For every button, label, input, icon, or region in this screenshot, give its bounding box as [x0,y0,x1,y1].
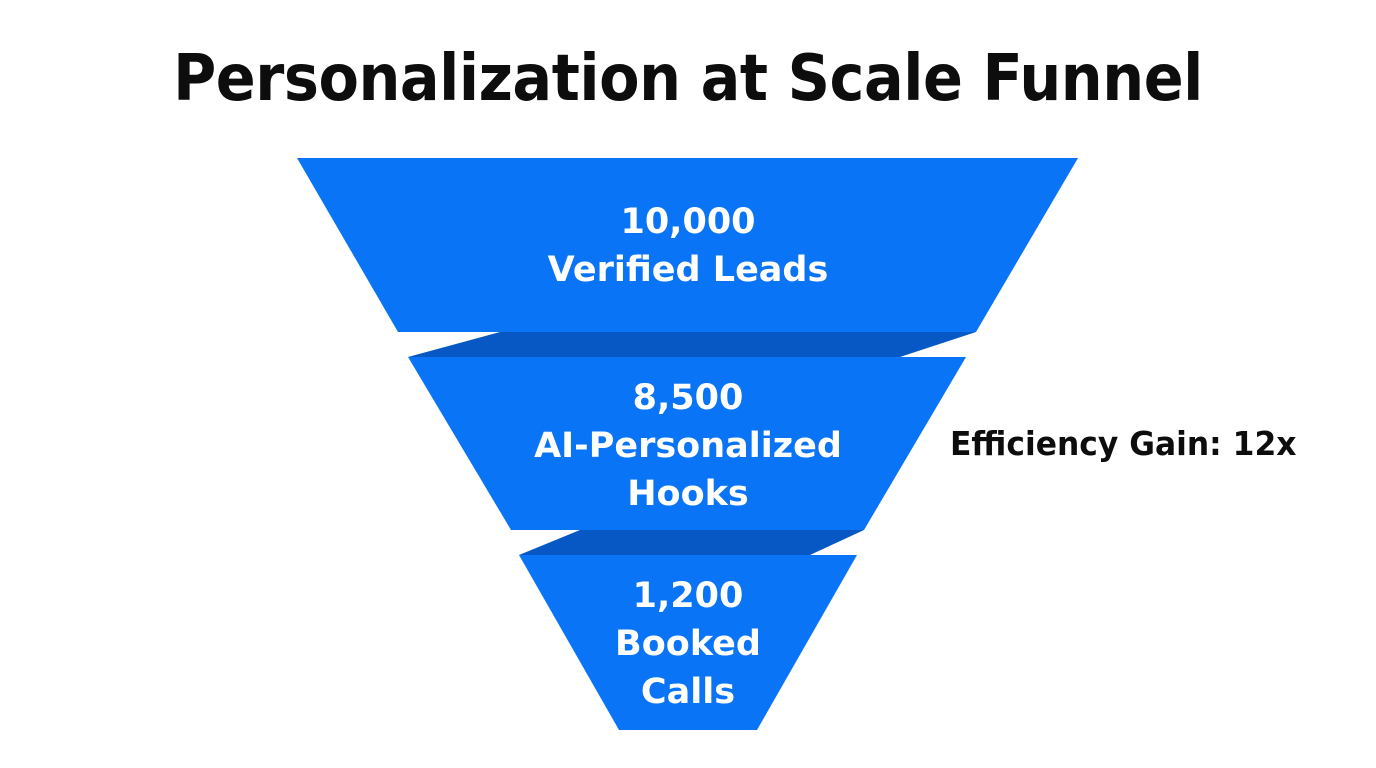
stage-3-label: 1,200 Booked Calls [538,572,838,716]
funnel-segment-1 [297,158,1078,332]
funnel-connector-1 [408,332,976,357]
stage-2-value: 8,500 [632,378,744,418]
funnel-segment-3 [519,555,857,730]
funnel-segment-2 [408,357,966,530]
stage-2-label: 8,500 AI-Personalized Hooks [488,374,888,518]
funnel-connector-2 [519,530,864,555]
chart-title: Personalization at Scale Funnel [173,42,1203,116]
stage-2-name-line1: AI-Personalized [534,426,842,466]
efficiency-annotation: Efficiency Gain: 12x [950,424,1297,463]
stage-1-value: 10,000 [620,202,756,242]
stage-3-name-line1: Booked [615,624,761,664]
stage-3-value: 1,200 [632,576,744,616]
stage-2-name-line2: Hooks [627,474,749,514]
stage-1-label: 10,000 Verified Leads [548,198,829,294]
stage-1-name: Verified Leads [547,250,829,290]
stage-3-name-line2: Calls [640,672,736,712]
